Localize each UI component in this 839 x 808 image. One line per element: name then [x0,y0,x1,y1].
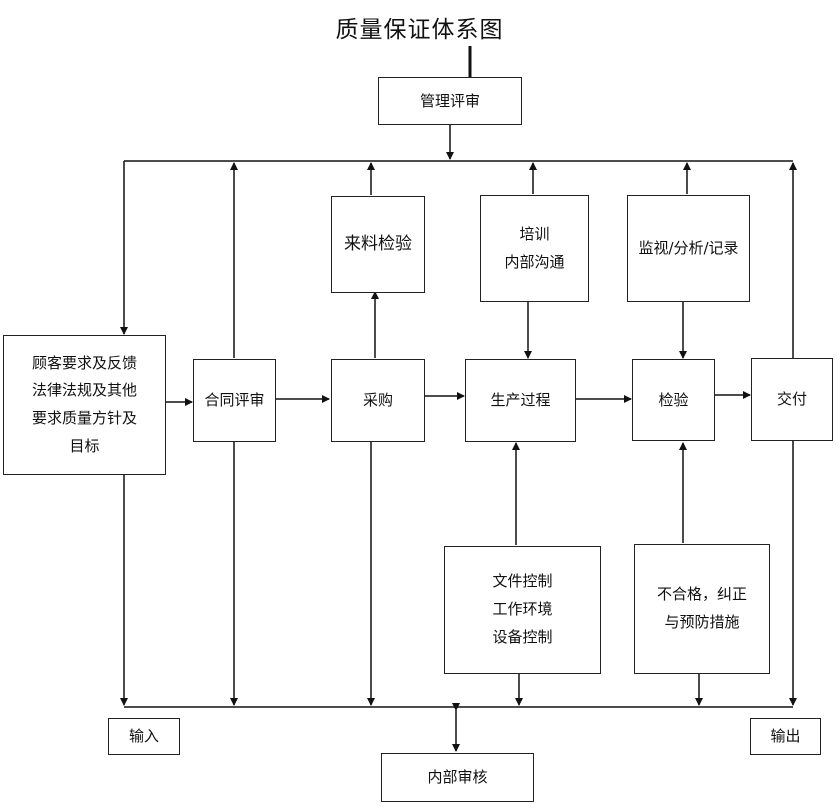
internal-audit-label: 内部审核 [427,768,488,786]
purchasing-box: 采购 [331,359,425,442]
nonconformity-line: 与预防措施 [664,613,740,631]
training-line: 内部沟通 [504,252,565,271]
contract-review-box: 合同评审 [193,359,276,442]
management-review-box: 管理评审 [378,77,522,125]
production-process-label: 生产过程 [490,391,551,409]
customer-requirements-line: 要求质量方针及 [31,409,137,427]
nonconformity-line: 不合格，纠正 [656,585,747,604]
customer-requirements-box: 顾客要求及反馈 法律法规及其他 要求质量方针及 目标 [3,335,166,475]
internal-audit-box: 内部审核 [381,753,534,802]
purchasing-label: 采购 [362,391,393,409]
document-control-box: 文件控制 工作环境 设备控制 [444,546,601,674]
incoming-inspection-box: 来料检验 [331,196,425,293]
document-control-line: 文件控制 [492,572,553,591]
production-process-box: 生产过程 [465,359,576,442]
monitoring-label: 监视/分析/记录 [638,239,739,257]
incoming-inspection-label: 来料检验 [344,233,412,254]
monitoring-box: 监视/分析/记录 [627,195,750,302]
delivery-box: 交付 [751,358,833,441]
document-control-line: 工作环境 [492,600,553,619]
customer-requirements-line: 法律法规及其他 [31,381,137,400]
delivery-label: 交付 [776,390,807,408]
diagram-title: 质量保证体系图 [335,17,504,43]
nonconformity-box: 不合格，纠正 与预防措施 [634,544,770,674]
training-box: 培训 内部沟通 [480,195,589,302]
input-label: 输入 [128,727,159,745]
management-review-label: 管理评审 [419,91,480,110]
output-label: 输出 [770,727,801,745]
customer-requirements-line: 顾客要求及反馈 [31,353,137,372]
inspection-box: 检验 [632,359,715,441]
input-box: 输入 [108,718,180,755]
document-control-line: 设备控制 [492,627,553,646]
output-box: 输出 [750,718,821,755]
contract-review-label: 合同评审 [204,391,265,409]
customer-requirements-line: 目标 [69,436,100,455]
inspection-label: 检验 [658,390,689,409]
training-line: 培训 [519,224,550,243]
